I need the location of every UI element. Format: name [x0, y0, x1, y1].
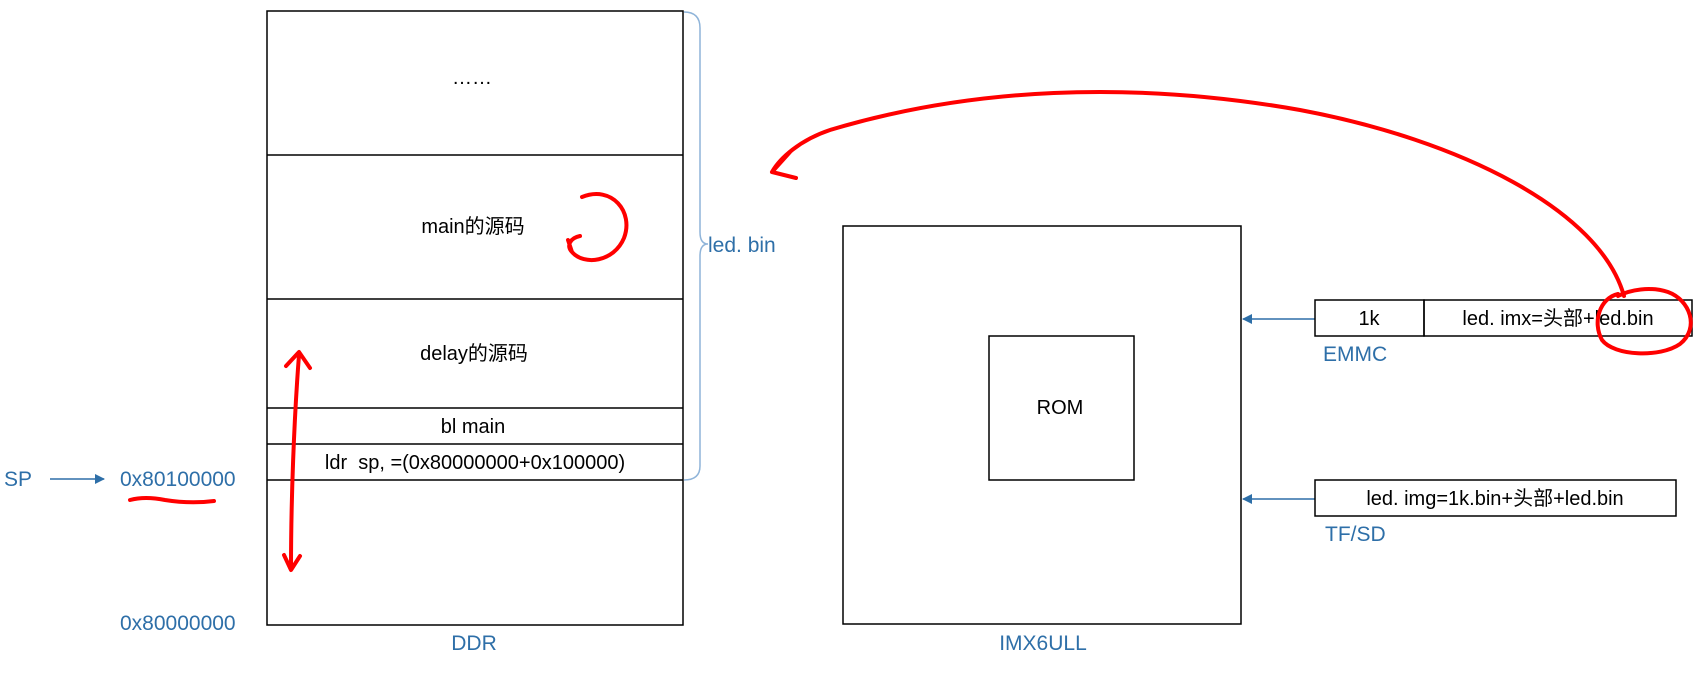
tfsd-caption: TF/SD [1325, 523, 1386, 546]
ddr-block: …… main的源码 delay的源码 bl main ldr sp, =(0x… [266, 10, 684, 655]
sp-label: SP [4, 468, 32, 491]
led-bin-brace: led. bin [683, 11, 776, 481]
ddr-section-ldr-sp: ldr sp, =(0x80000000+0x100000) [325, 452, 625, 474]
tfsd-cell-img: led. img=1k.bin+头部+led.bin [1366, 487, 1623, 510]
brace-shape [683, 11, 709, 481]
brace-label: led. bin [708, 234, 776, 257]
ddr-outline [266, 10, 684, 626]
rom-label: ROM [1037, 397, 1084, 419]
tfsd-cell-img-box [1314, 479, 1677, 517]
address-underline [128, 496, 216, 505]
emmc-caption: EMMC [1323, 343, 1387, 366]
imx6ull-caption: IMX6ULL [999, 632, 1087, 655]
copy-curve-arrow [770, 89, 1626, 298]
imx6ull-outline [842, 225, 1242, 625]
vertical-range-arrow [282, 350, 312, 572]
ddr-caption: DDR [451, 632, 497, 655]
led-bin-highlight-circle [1595, 287, 1693, 356]
ddr-section-dots: …… [452, 67, 492, 89]
imx6ull-chip: ROM IMX6ULL [842, 225, 1242, 655]
tfsd-storage: led. img=1k.bin+头部+led.bin TF/SD [1242, 479, 1677, 546]
addr-bottom-label: 0x80000000 [120, 612, 236, 635]
loop-arrow [566, 192, 629, 262]
ddr-section-main-source: main的源码 [421, 215, 524, 238]
addr-top-label: 0x80100000 [120, 468, 236, 491]
emmc-cell-imx: led. imx=头部+led.bin [1462, 307, 1653, 330]
ddr-section-delay-source: delay的源码 [420, 342, 528, 365]
emmc-cell-1k: 1k [1358, 308, 1380, 330]
red-annotations [128, 89, 1693, 572]
ddr-section-bl-main: bl main [441, 416, 505, 438]
rom-box [988, 335, 1135, 481]
emmc-storage: 1k led. imx=头部+led.bin EMMC [1242, 299, 1693, 366]
address-labels: SP 0x80100000 0x80000000 [4, 468, 236, 635]
